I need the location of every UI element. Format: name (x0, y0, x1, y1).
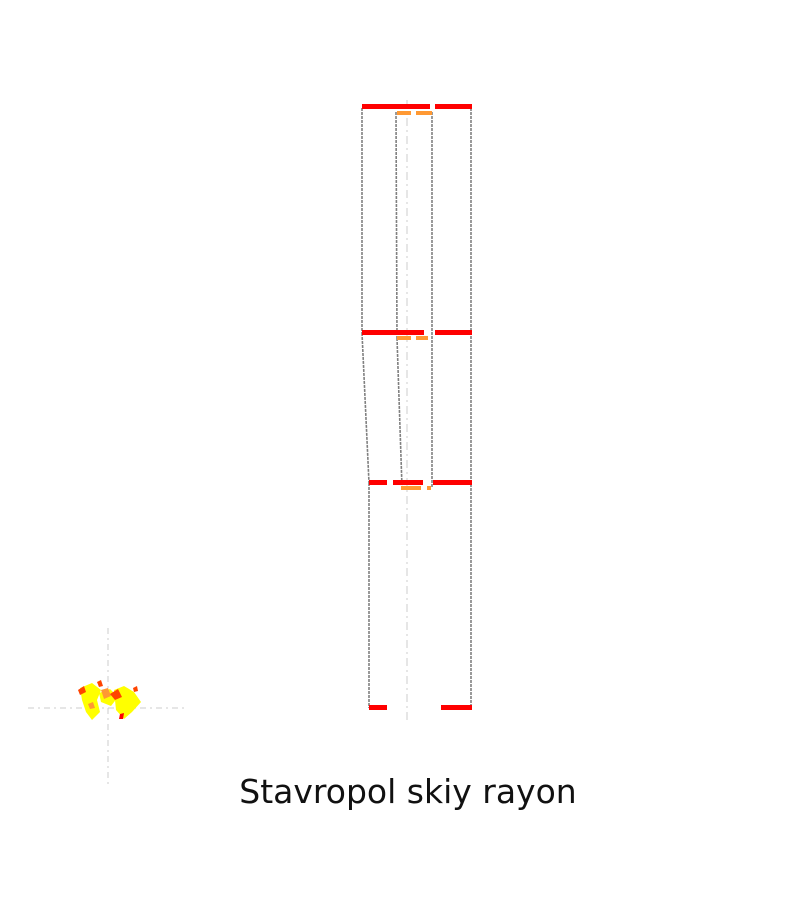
inner-bar-upper-left (397, 336, 411, 340)
level-bar-top-right (435, 104, 472, 109)
inner-bar-middle-dot (427, 486, 431, 490)
level-bar-upper-left (362, 330, 424, 335)
inner-bar-middle (401, 486, 421, 490)
inner-outline (395, 111, 433, 488)
level-bar-upper-right (435, 330, 472, 335)
level-bar-bottom-right (441, 705, 472, 710)
inner-level-bars (397, 111, 432, 490)
diagram-title: Stavropol skiy rayon (239, 772, 577, 811)
level-bar-middle-right (433, 480, 472, 485)
outer-outline (361, 108, 472, 708)
place-marker-cluster-icon (78, 680, 141, 720)
level-bar-top-left (362, 104, 430, 109)
locator-crosshair (28, 628, 188, 788)
level-bar-middle-left (369, 480, 387, 485)
inner-bar-top-left (397, 111, 411, 115)
level-bar-bottom-left (369, 705, 387, 710)
level-bar-middle-center (393, 480, 423, 485)
inner-bar-upper-right (416, 336, 428, 340)
outer-level-bars (362, 104, 472, 710)
inner-bar-top-right (416, 111, 432, 115)
